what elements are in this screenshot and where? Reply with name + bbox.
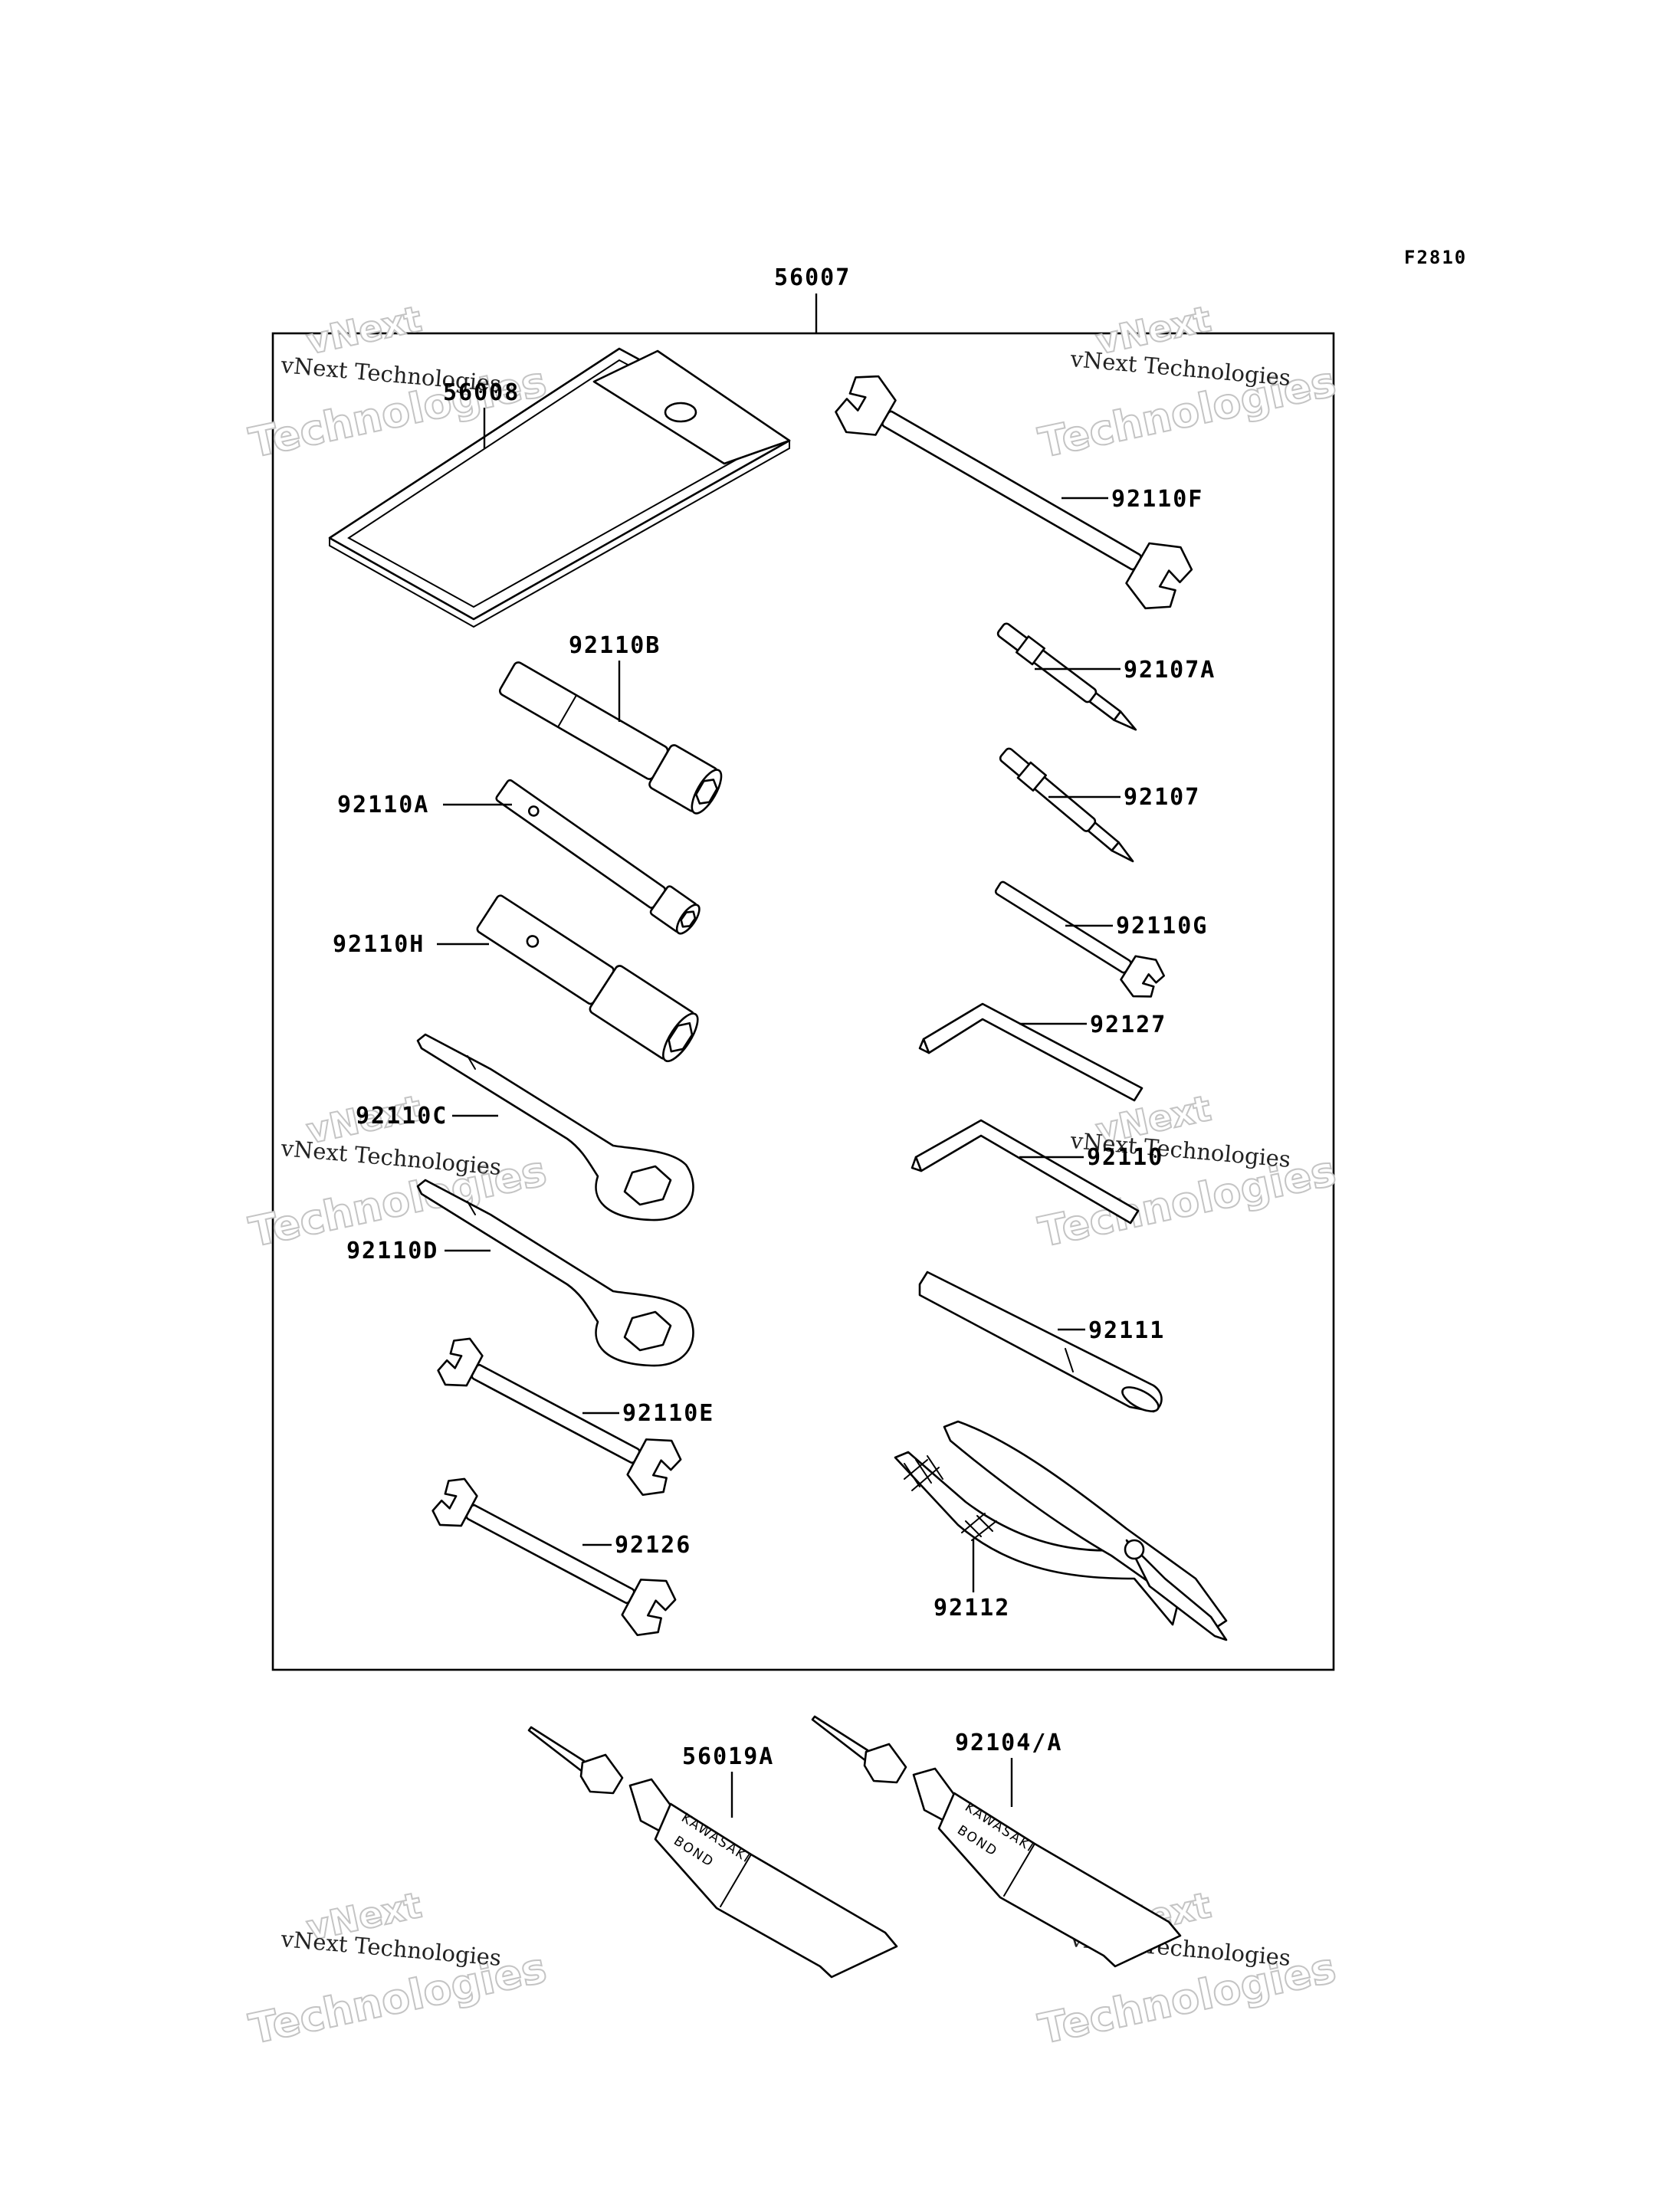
- label-92107a[interactable]: 92107A: [1124, 657, 1216, 684]
- screwdriver-92107[interactable]: [997, 746, 1139, 869]
- hex-key-92110[interactable]: [911, 1119, 1140, 1225]
- label-92107[interactable]: 92107: [1124, 784, 1200, 811]
- label-92112[interactable]: 92112: [934, 1595, 1010, 1622]
- label-92126[interactable]: 92126: [615, 1532, 691, 1559]
- label-56019a[interactable]: 56019A: [682, 1743, 774, 1770]
- svg-text:vNext Technologies: vNext Technologies: [279, 1926, 502, 1971]
- label-56008[interactable]: 56008: [443, 379, 520, 406]
- wrench-92110f[interactable]: [828, 364, 1198, 618]
- label-92110e[interactable]: 92110E: [622, 1400, 714, 1427]
- pliers-92112[interactable]: [894, 1420, 1228, 1641]
- label-92110f[interactable]: 92110F: [1111, 486, 1203, 513]
- label-92110c[interactable]: 92110C: [356, 1103, 448, 1130]
- ring-spanner-92110d[interactable]: [416, 1179, 694, 1367]
- hex-key-92127[interactable]: [918, 1002, 1144, 1102]
- watermark-mid-right: vNext Technologies vNext Technologies: [1034, 1087, 1340, 1258]
- label-92110b[interactable]: 92110B: [569, 632, 661, 659]
- svg-text:vNext Technologies: vNext Technologies: [1068, 346, 1291, 391]
- assembly-label[interactable]: 56007: [774, 264, 851, 291]
- bond-tube-56019a[interactable]: KAWASAKI BOND: [527, 1726, 898, 1979]
- watermark-bottom-left: vNext Technologies vNext Technologies: [244, 1884, 551, 2054]
- bond-tube-92104a[interactable]: KAWASAKI BOND: [811, 1715, 1182, 1968]
- label-92110g[interactable]: 92110G: [1116, 913, 1208, 939]
- tool-bag[interactable]: [328, 347, 791, 628]
- label-92110h[interactable]: 92110H: [333, 931, 425, 958]
- label-92127[interactable]: 92127: [1090, 1012, 1166, 1038]
- label-92110[interactable]: 92110: [1087, 1144, 1163, 1171]
- handle-bar-92111[interactable]: [918, 1271, 1163, 1416]
- spanner-92110g[interactable]: [987, 868, 1169, 1004]
- wrench-92110e[interactable]: [431, 1329, 686, 1503]
- wrench-92126[interactable]: [426, 1469, 681, 1643]
- svg-text:vNext: vNext: [303, 298, 425, 362]
- label-92110d[interactable]: 92110D: [346, 1238, 438, 1264]
- ring-spanner-92110c[interactable]: [416, 1033, 694, 1221]
- screwdriver-92107a[interactable]: [995, 620, 1141, 737]
- tool-kit-frame: [271, 332, 1335, 1671]
- box-wrench-92110h[interactable]: [473, 889, 704, 1066]
- box-wrench-92110b[interactable]: [495, 655, 727, 817]
- label-92110a[interactable]: 92110A: [337, 792, 429, 818]
- watermark-top-right: vNext Technologies vNext Technologies: [1034, 297, 1340, 468]
- tube-wrench-92110a[interactable]: [493, 776, 704, 937]
- label-92104a[interactable]: 92104/A: [955, 1730, 1062, 1756]
- figure-code: F2810: [1404, 247, 1467, 268]
- label-92111[interactable]: 92111: [1088, 1317, 1165, 1344]
- svg-text:vNext Technologies: vNext Technologies: [279, 1135, 502, 1180]
